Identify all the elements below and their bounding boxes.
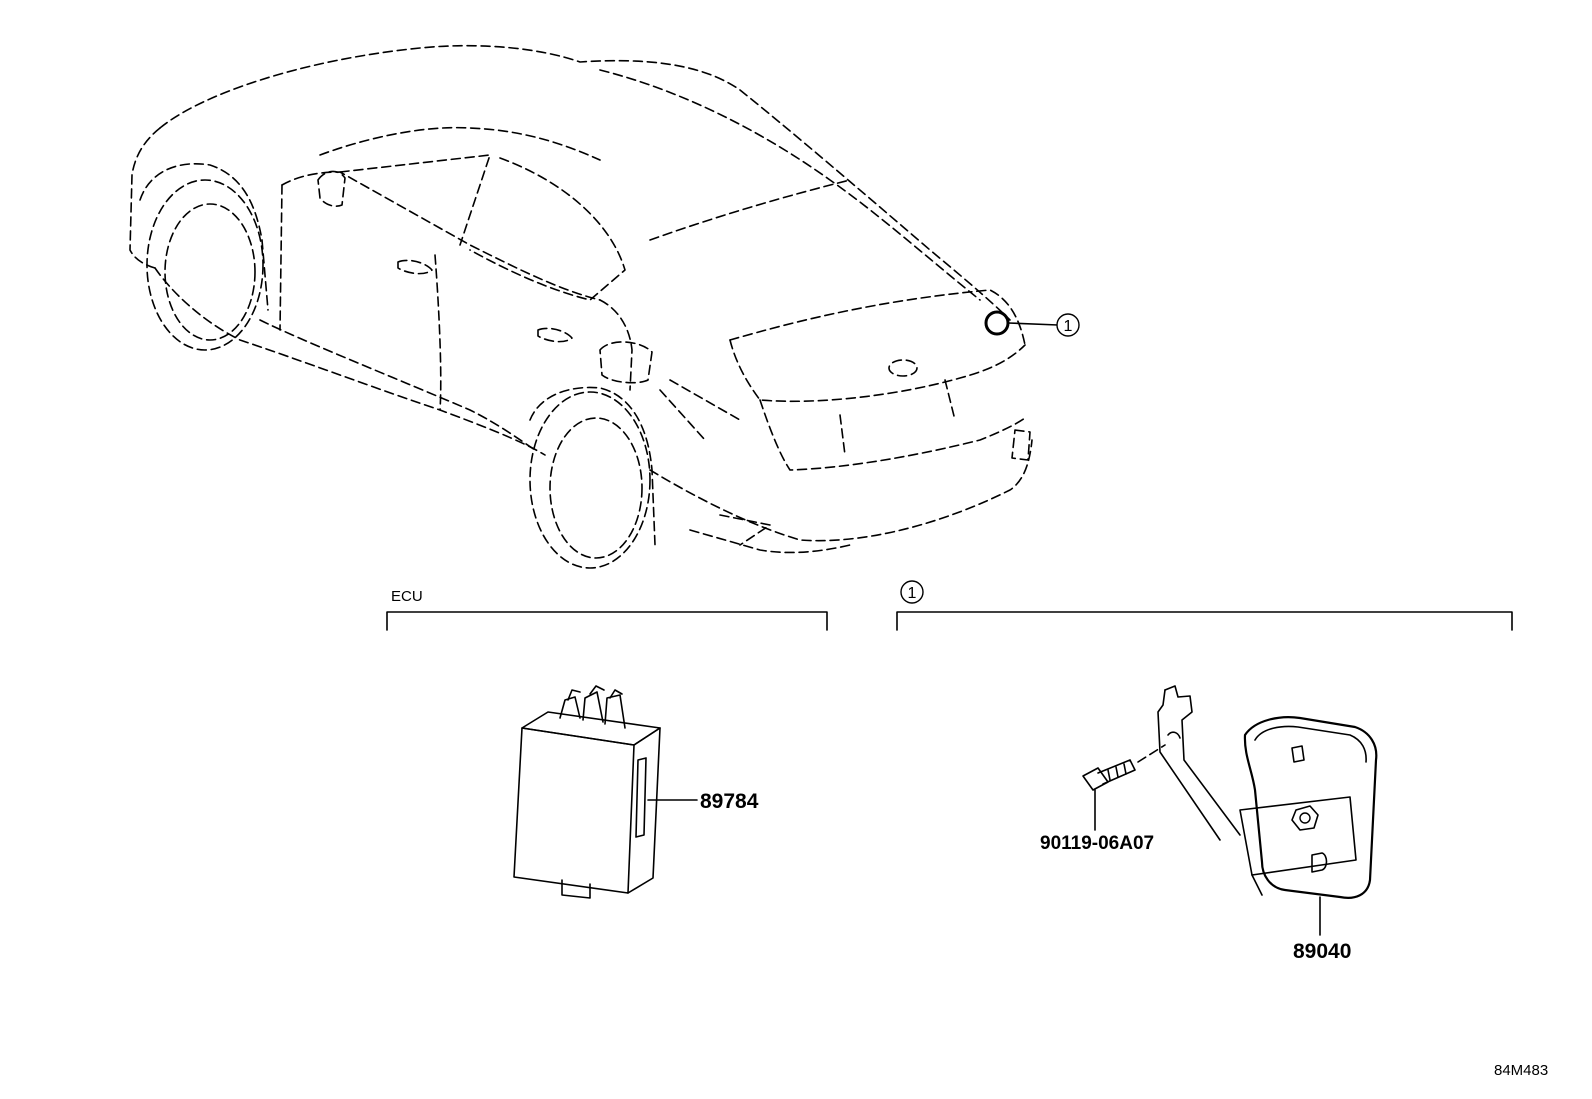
bolt-illustration: 90119-06A07 bbox=[1040, 744, 1166, 854]
sensor-part-number: 89040 bbox=[1293, 940, 1351, 963]
sensor-group-number: 1 bbox=[908, 585, 917, 602]
vehicle-callout-number: 1 bbox=[1064, 318, 1073, 335]
sensor-group-header: 1 bbox=[896, 580, 1513, 631]
ecu-part-number: 89784 bbox=[700, 790, 759, 813]
ecu-group-header: ECU bbox=[386, 588, 828, 631]
vehicle-illustration bbox=[129, 44, 1033, 569]
ecu-group-label: ECU bbox=[391, 588, 423, 605]
sensor-illustration: 89040 bbox=[1157, 685, 1378, 963]
bolt-part-number: 90119-06A07 bbox=[1040, 833, 1154, 854]
ecu-illustration: 89784 bbox=[513, 685, 759, 899]
diagram-code: 84M483 bbox=[1494, 1062, 1548, 1079]
vehicle-location-marker: 1 bbox=[984, 310, 1080, 337]
